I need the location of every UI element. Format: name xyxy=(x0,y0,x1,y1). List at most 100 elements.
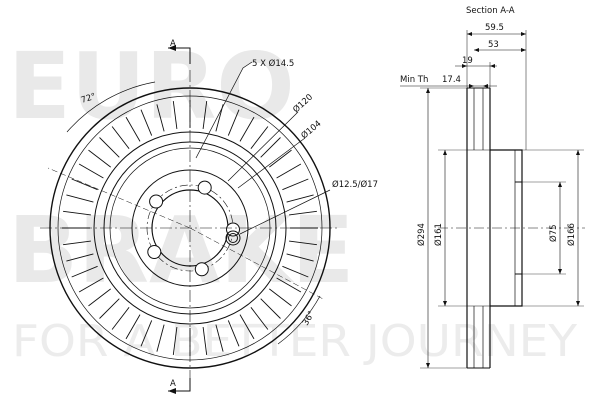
bolt-hole xyxy=(149,194,164,209)
vent-channels xyxy=(473,88,484,368)
vent-slot xyxy=(269,149,292,168)
section-view xyxy=(400,30,585,369)
vent-slot xyxy=(227,109,240,136)
vent-slot xyxy=(111,307,130,330)
watermark-line-2: BRAKE xyxy=(8,197,354,304)
vent-slot xyxy=(239,314,255,340)
vent-slot xyxy=(250,307,269,330)
vent-slot xyxy=(111,126,130,149)
vent-slot xyxy=(172,101,178,129)
thickness-label: 19 xyxy=(462,56,473,66)
dimension-arrowhead xyxy=(490,64,495,68)
vent-slot xyxy=(289,240,317,246)
bolt-hole xyxy=(147,245,162,259)
min-thickness-value: 17.4 xyxy=(442,75,461,85)
vent-slot xyxy=(276,277,302,293)
vent-slot xyxy=(88,149,111,168)
vent-slot xyxy=(63,210,91,216)
section-label-bottom: A xyxy=(170,379,176,389)
vent-slot xyxy=(63,240,91,246)
dimension-arrowhead xyxy=(483,84,488,88)
vent-slot xyxy=(156,324,165,352)
section-arrow-top xyxy=(168,45,176,51)
hub-diameter-label: Ø104 xyxy=(299,118,324,141)
vent-slot xyxy=(286,253,314,262)
dimension-arrowhead xyxy=(443,301,447,306)
dimension-arrows xyxy=(426,32,580,368)
friction-inner-diameter-label: Ø161 xyxy=(433,223,444,246)
vent-slot xyxy=(88,288,111,307)
dimension-arrowhead xyxy=(426,363,430,368)
bore-step xyxy=(515,181,523,275)
vent-slot xyxy=(202,101,208,129)
leader-pcd xyxy=(227,111,299,182)
center-bore-label: Ø75 xyxy=(548,224,559,242)
dimension-arrowhead xyxy=(426,88,430,93)
cooling-vents xyxy=(62,100,318,356)
vent-slot xyxy=(260,137,281,158)
vent-slot xyxy=(99,137,120,158)
section-arrow-bottom xyxy=(168,388,176,394)
vent-slot xyxy=(66,253,94,262)
vent-slot xyxy=(78,163,104,179)
friction-ring-inner xyxy=(467,149,490,307)
vent-slot xyxy=(99,298,120,319)
angle-ray-36 xyxy=(189,227,326,301)
bolt-holes-label: 5 X Ø14.5 xyxy=(252,58,294,69)
dimension-arrowhead xyxy=(443,150,447,155)
vent-slot xyxy=(282,265,309,278)
angle-top-label: 72° xyxy=(80,92,97,106)
vent-slot xyxy=(227,320,240,347)
min-thickness-caption: Min Th xyxy=(400,75,428,85)
leader-bolt-holes xyxy=(195,61,253,159)
dimension-arrowhead xyxy=(474,48,479,52)
bolt-hole xyxy=(197,180,212,195)
dimension-arrowhead xyxy=(462,64,467,68)
centering-label: Ø12.5/Ø17 xyxy=(332,179,378,190)
watermark-line-3: FOR A BETTER JOURNEY xyxy=(12,316,577,367)
vent-slot xyxy=(71,265,98,278)
vent-slot xyxy=(282,178,309,191)
angle-ray-72 xyxy=(47,167,191,229)
bolt-holes xyxy=(147,180,240,277)
vent-slot xyxy=(78,277,104,293)
dimension-arrowhead xyxy=(521,48,526,52)
watermark-line-1: EURO xyxy=(8,33,295,140)
vent-slot xyxy=(269,288,292,307)
leader-centering xyxy=(239,189,331,235)
vent-slot xyxy=(215,324,224,352)
friction-ring-faces xyxy=(466,88,491,368)
vent-slot xyxy=(286,194,314,203)
centering-hole-inner xyxy=(228,233,238,243)
bolt-hole xyxy=(194,262,209,277)
brand-watermark: EURO BRAKE FOR A BETTER JOURNEY xyxy=(8,33,577,367)
vent-slot xyxy=(239,116,255,142)
vent-slot xyxy=(289,210,317,216)
vent-slot xyxy=(260,298,281,319)
hat-height-label: 53 xyxy=(488,40,499,50)
dimension-arrowhead xyxy=(558,182,562,187)
hat-diameter-label: Ø166 xyxy=(566,223,577,246)
dimension-arrowhead xyxy=(576,150,580,155)
vent-slot xyxy=(140,109,153,136)
outer-diameter-label: Ø294 xyxy=(416,223,427,246)
vent-slot xyxy=(125,116,141,142)
overall-height-label: 59.5 xyxy=(485,23,504,33)
centering-hole-outer xyxy=(225,230,241,246)
dimension-arrowhead xyxy=(467,32,472,36)
dimension-arrowhead xyxy=(521,32,526,36)
section-label-top: A xyxy=(170,39,176,49)
angle-arc-36 xyxy=(277,295,321,345)
front-view xyxy=(40,45,340,394)
vent-slot xyxy=(140,320,153,347)
angle-arc-72 xyxy=(66,81,156,133)
bolt-hole xyxy=(226,222,240,237)
vent-slot xyxy=(172,327,178,355)
vent-slot xyxy=(125,314,141,340)
leader-hub xyxy=(237,137,306,189)
dimension-arrowhead xyxy=(576,301,580,306)
vent-slot xyxy=(276,163,302,179)
vent-slot xyxy=(202,327,208,355)
